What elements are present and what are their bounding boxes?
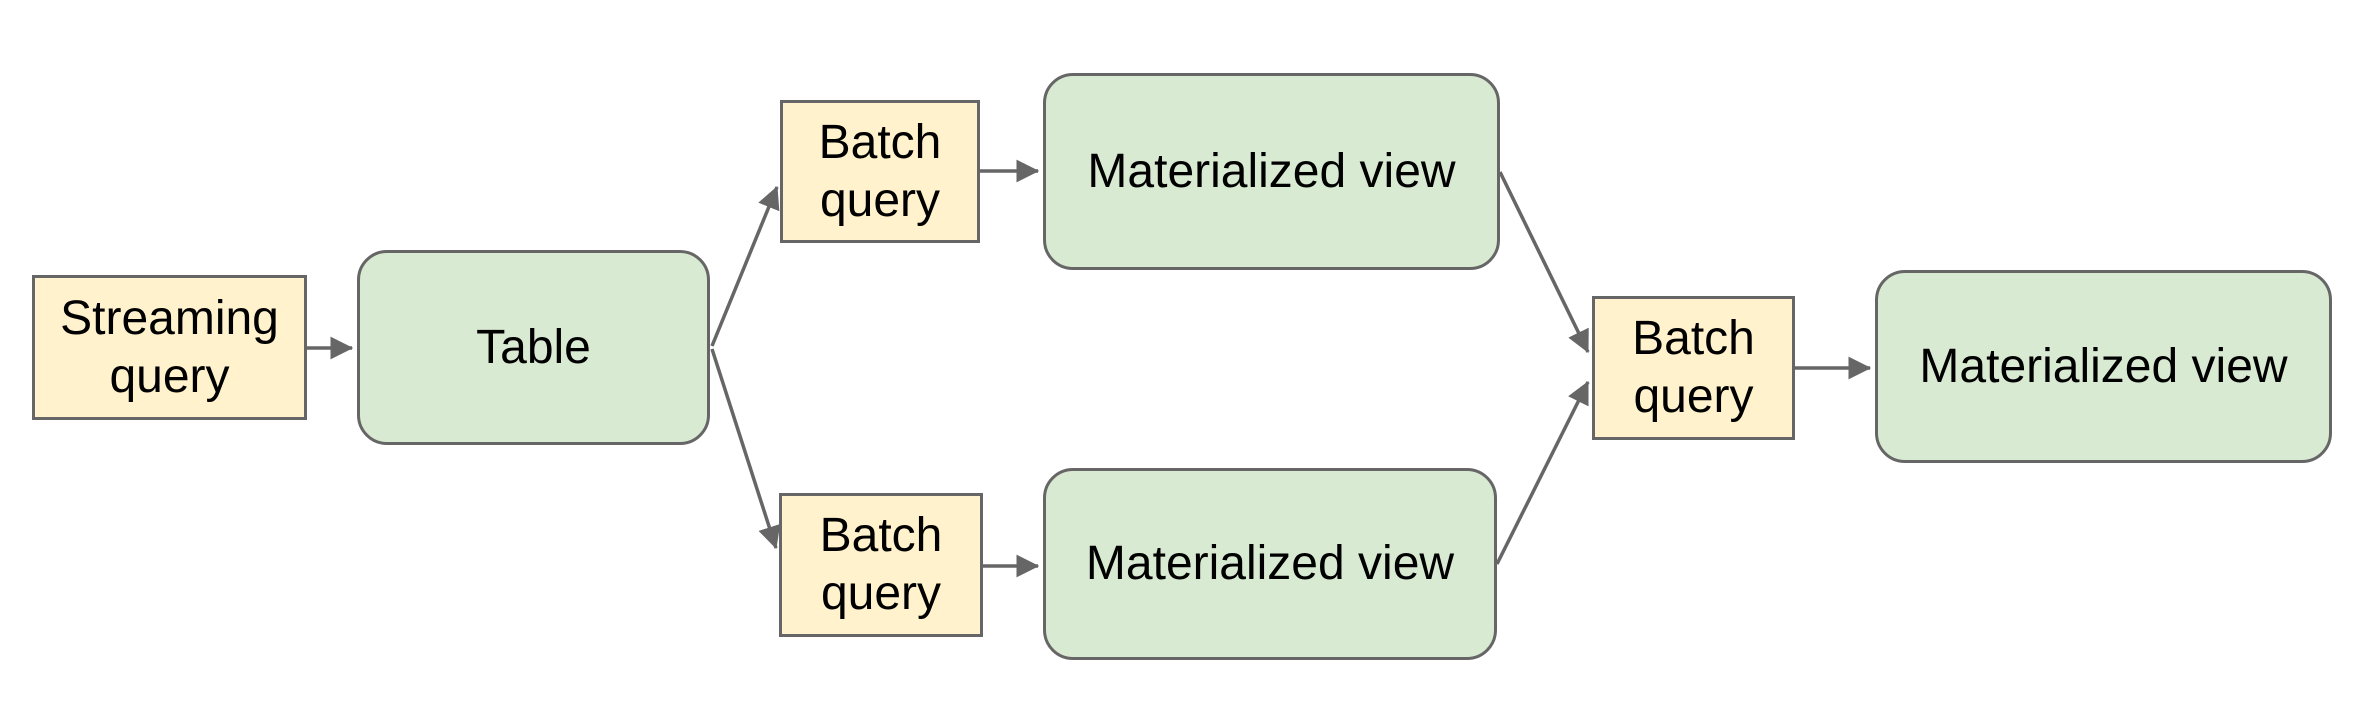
node-table: Table: [357, 250, 710, 445]
node-batch-query-right: Batch query: [1592, 296, 1795, 440]
edge-table-to-batch-bottom: [710, 348, 781, 550]
node-batch-query-right-label: Batch query: [1632, 312, 1755, 423]
edge-mv-bottom-to-batch-right: [1495, 380, 1590, 565]
node-batch-query-top: Batch query: [780, 100, 980, 243]
node-materialized-view-final: Materialized view: [1875, 270, 2332, 463]
node-streaming-query: Streaming query: [32, 275, 307, 420]
node-materialized-view-top-label: Materialized view: [1087, 144, 1456, 198]
edge-mv-top-to-batch-right: [1498, 171, 1590, 354]
node-materialized-view-final-label: Materialized view: [1919, 339, 2288, 393]
node-table-label: Table: [476, 320, 591, 374]
node-streaming-query-label: Streaming query: [60, 291, 279, 403]
node-batch-query-top-label: Batch query: [818, 115, 942, 227]
node-materialized-view-bottom-label: Materialized view: [1085, 537, 1455, 591]
node-batch-query-bottom: Batch query: [779, 493, 983, 637]
node-batch-query-bottom-label: Batch query: [819, 509, 943, 620]
node-materialized-view-bottom: Materialized view: [1043, 468, 1497, 660]
node-materialized-view-top: Materialized view: [1043, 73, 1500, 270]
edge-table-to-batch-top: [710, 185, 780, 347]
